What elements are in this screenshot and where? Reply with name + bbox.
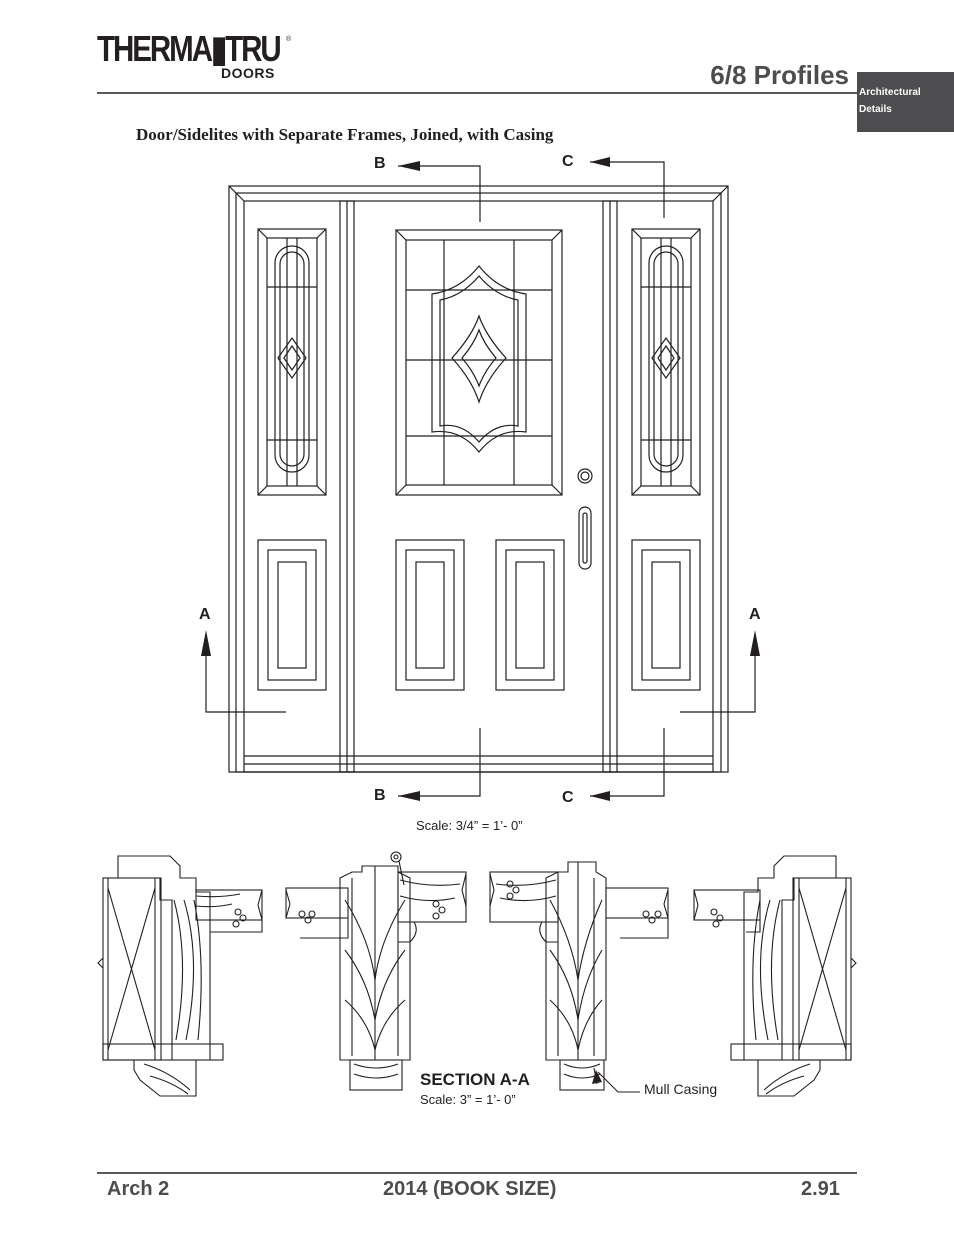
section-scale-note: Scale: 3” = 1’- 0” <box>420 1092 516 1107</box>
left-sidelite-panel <box>257 539 327 691</box>
door-glass <box>395 229 563 496</box>
mull-casing-callout: Mull Casing <box>644 1081 718 1097</box>
section-a-a-drawing <box>97 851 857 1097</box>
section-tab-line2: Details <box>859 104 892 115</box>
therma-tru-logo: THERMA▮TRU ® DOORS <box>97 28 297 82</box>
right-sidelite-glass <box>631 228 701 496</box>
footer-section-code: Arch 2 <box>107 1178 170 1200</box>
section-tab-line1: Architectural <box>859 87 921 98</box>
logo-wordmark: THERMA▮TRU <box>97 28 282 69</box>
header-divider <box>97 92 857 94</box>
section-label-c-top: C <box>562 153 574 170</box>
section-label-b-top: B <box>374 155 386 172</box>
page-title: 6/8 Profiles <box>710 60 849 90</box>
section-tab[interactable]: Architectural Details <box>857 72 954 132</box>
door-panel-right <box>495 539 565 691</box>
footer-edition: 2014 (BOOK SIZE) <box>383 1178 557 1200</box>
section-title: SECTION A-A <box>420 1070 530 1089</box>
logo-subtitle: DOORS <box>221 65 275 81</box>
footer-divider <box>97 1172 857 1174</box>
door-elevation-drawing <box>201 157 760 801</box>
section-label-c-bottom: C <box>562 789 574 806</box>
footer-page-number: 2.91 <box>801 1178 840 1200</box>
right-sidelite-panel <box>631 539 701 691</box>
section-label-a-right: A <box>749 606 761 623</box>
door-deadbolt <box>577 468 593 484</box>
section-label-b-bottom: B <box>374 787 386 804</box>
drawing-title: Door/Sidelites with Separate Frames, Joi… <box>136 125 554 144</box>
door-handle <box>578 506 592 570</box>
left-sidelite-glass <box>257 228 327 496</box>
section-label-a-left: A <box>199 606 211 623</box>
elevation-scale-note: Scale: 3/4” = 1’- 0” <box>416 818 523 833</box>
door-panel-left <box>395 539 465 691</box>
logo-registered-mark: ® <box>286 36 292 43</box>
